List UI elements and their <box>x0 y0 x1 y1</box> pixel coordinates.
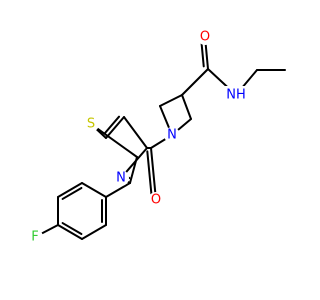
bond-c24-o1-double <box>146 150 153 199</box>
atom-amide-nh: NH <box>224 86 248 104</box>
atom-fluorine: F <box>27 229 43 245</box>
bond-c26-c28 <box>181 68 209 96</box>
bond-c16-c19 <box>105 182 131 198</box>
bond-c26-c27 <box>181 94 192 120</box>
atom-thiazole-nitrogen: N <box>113 170 129 186</box>
atom-label-amide-nh: NH <box>226 88 246 103</box>
bond-c25-c26 <box>159 94 183 107</box>
bond-c17-c18 <box>81 224 107 240</box>
bond-c21-c22-double <box>103 115 121 135</box>
atom-carbonyl-oxygen: O <box>148 192 164 208</box>
bond-c18-c13 <box>57 224 83 240</box>
bond-c14-c15-double <box>61 186 83 200</box>
bond-c21-c22 <box>105 116 125 139</box>
atom-label-amide-oxygen: O <box>200 30 210 45</box>
molecule-structure: F S N N O O NH <box>27 29 286 245</box>
atom-label-sulfur: S <box>87 117 95 132</box>
bond-c15-c16 <box>81 182 107 198</box>
atom-label-fluorine: F <box>31 230 38 245</box>
atom-label-carbonyl-oxygen: O <box>151 193 161 208</box>
bond-c22-c23 <box>123 116 148 149</box>
bond-c20-s <box>90 123 138 158</box>
bond-c28-o2-double <box>200 39 205 68</box>
bond-c24-o1 <box>150 147 157 201</box>
atom-amide-oxygen: O <box>197 29 213 45</box>
atom-azetidine-nitrogen: N <box>164 127 180 143</box>
atom-label-azetidine-nitrogen: N <box>167 128 177 143</box>
atom-sulfur: S <box>83 116 99 132</box>
bond-c18-c13-double <box>61 222 83 236</box>
bond-layer <box>34 36 286 240</box>
atom-label-thiazole-nitrogen: N <box>116 171 126 186</box>
bond-c14-c15 <box>57 182 83 198</box>
